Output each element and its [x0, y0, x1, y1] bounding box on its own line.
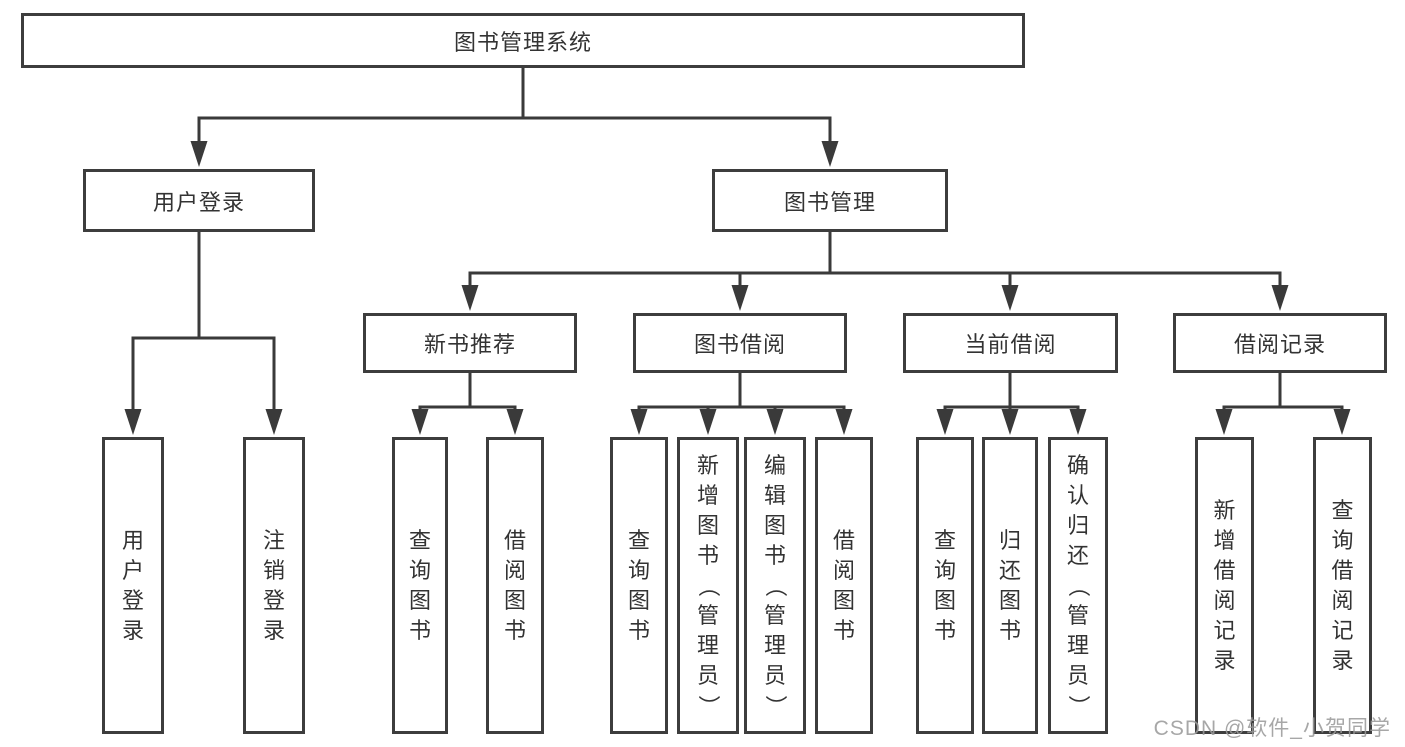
- leaf-edit-books-admin: 编辑图书（管理员）: [744, 437, 806, 734]
- node-user-login-label: 用户登录: [152, 189, 245, 215]
- connector-current: [943, 369, 1080, 414]
- leaf-query-borrow-record: 查询借阅记录: [1313, 437, 1372, 734]
- leaf-borrow-books: 借阅图书: [815, 437, 873, 734]
- leaf-query-books-recommend: 查询图书: [392, 437, 448, 734]
- node-current-borrowing-label: 当前借阅: [964, 332, 1057, 357]
- connector-new-books: [418, 369, 517, 414]
- node-borrowing-records-label: 借阅记录: [1233, 332, 1326, 357]
- node-book-management-label: 图书管理: [783, 189, 876, 215]
- node-current-borrowing: 当前借阅: [903, 313, 1118, 373]
- leaf-query-books-current-label: 查询图书: [933, 527, 956, 643]
- leaf-borrow-books-label: 借阅图书: [832, 527, 855, 643]
- leaf-return-books: 归还图书: [982, 437, 1038, 734]
- connector-user-login: [131, 228, 276, 413]
- connector-root: [197, 64, 832, 145]
- leaf-edit-books-admin-label: 编辑图书（管理员）: [763, 452, 788, 717]
- leaf-add-borrow-record-label: 新增借阅记录: [1213, 497, 1236, 673]
- leaf-confirm-return-admin: 确认归还（管理员）: [1048, 437, 1108, 734]
- node-user-login: 用户登录: [83, 169, 315, 232]
- arrowheads: [124, 141, 1351, 435]
- leaf-confirm-return-admin-label: 确认归还（管理员）: [1066, 452, 1091, 717]
- connector-book-mgmt: [468, 228, 1282, 290]
- node-root: 图书管理系统: [21, 13, 1025, 68]
- leaf-return-books-label: 归还图书: [998, 527, 1021, 643]
- leaf-borrow-books-recommend-label: 借阅图书: [503, 527, 526, 643]
- node-new-book-recommend: 新书推荐: [363, 313, 577, 373]
- node-borrowing-records: 借阅记录: [1173, 313, 1387, 373]
- node-book-borrowing: 图书借阅: [633, 313, 847, 373]
- leaf-add-books-admin: 新增图书（管理员）: [677, 437, 739, 734]
- leaf-user-login-label: 用户登录: [121, 527, 144, 643]
- leaf-logout-label: 注销登录: [262, 527, 285, 643]
- connector-records: [1222, 369, 1344, 414]
- leaf-add-books-admin-label: 新增图书（管理员）: [696, 452, 721, 717]
- csdn-watermark: CSDN @软件_小贺同学: [1153, 717, 1391, 740]
- leaf-query-books-recommend-label: 查询图书: [408, 527, 431, 643]
- node-root-label: 图书管理系统: [453, 29, 592, 55]
- node-book-management: 图书管理: [712, 169, 948, 232]
- node-new-book-recommend-label: 新书推荐: [423, 332, 516, 357]
- connector-borrowing: [637, 369, 846, 414]
- leaf-logout: 注销登录: [243, 437, 305, 734]
- leaf-query-borrow-record-label: 查询借阅记录: [1331, 497, 1354, 673]
- leaf-query-books-borrowing: 查询图书: [610, 437, 668, 734]
- leaf-user-login: 用户登录: [102, 437, 164, 734]
- leaf-borrow-books-recommend: 借阅图书: [486, 437, 544, 734]
- leaf-add-borrow-record: 新增借阅记录: [1195, 437, 1254, 734]
- leaf-query-books-borrowing-label: 查询图书: [627, 527, 650, 643]
- node-book-borrowing-label: 图书借阅: [693, 332, 786, 357]
- leaf-query-books-current: 查询图书: [916, 437, 974, 734]
